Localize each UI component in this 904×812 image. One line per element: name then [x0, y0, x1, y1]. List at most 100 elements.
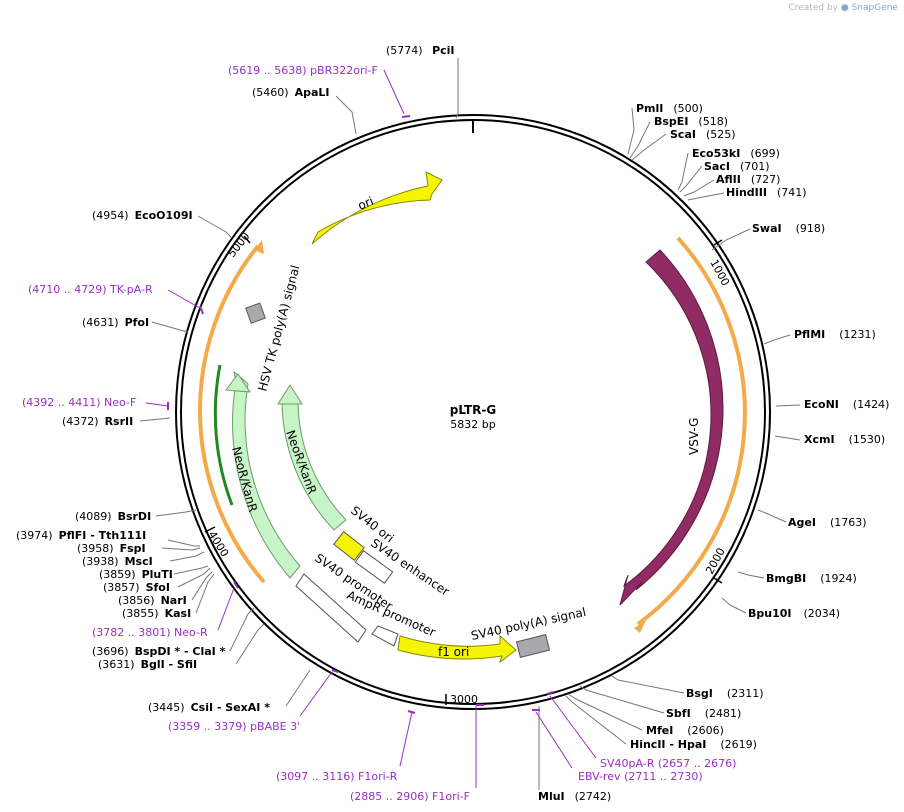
enzyme-pmli: PmlI(500) — [636, 102, 703, 115]
enzyme-pflmi: PflMI(1231) — [794, 328, 876, 341]
tick-1000 — [713, 239, 723, 246]
primer-leader-neo-f — [145, 402, 169, 407]
leader-bmgbi — [737, 571, 765, 579]
primer-leader-pbr322ori-f — [383, 69, 405, 115]
leader-agei — [757, 509, 787, 523]
primer-sv40pa-r: SV40pA-R (2657 .. 2676) — [600, 757, 736, 770]
sv40-polya-label: SV40 poly(A) signal — [470, 605, 588, 643]
leader-pflmi — [763, 334, 791, 345]
neo-inner-orf-arc — [213, 364, 234, 506]
leader-bpu10i — [721, 597, 747, 614]
enzyme-mfei: MfeI(2606) — [646, 724, 724, 737]
leader-bsgi — [611, 675, 685, 694]
enzyme-labels: (5774) PciI (5460)ApaLI PmlI(500) BspEI(… — [16, 44, 889, 803]
leader-msci — [169, 551, 205, 562]
neor-kanr-inner-feature — [281, 399, 347, 531]
sv40-polya-feature — [515, 634, 551, 658]
enzyme-hindiii: HindIII(741) — [726, 186, 807, 199]
ori-label: ori — [356, 194, 376, 213]
leader-bspei — [629, 121, 651, 159]
primer-mark-pbr322ori-f — [401, 115, 411, 118]
f1-ori-label: f1 ori — [438, 645, 469, 659]
enzyme-csii-sexai: (3445)CsiI - SexAI * — [148, 701, 270, 714]
credit: Created by ● SnapGene — [788, 3, 898, 13]
sv40-ori-feature — [333, 530, 365, 562]
neor-kanr-outer-arrowhead — [225, 373, 251, 393]
ampr-promoter-feature — [371, 625, 399, 647]
tick-2000 — [713, 577, 723, 584]
tick-marks — [204, 235, 723, 705]
enzyme-leader-lines-left — [139, 215, 311, 707]
leader-scai — [631, 133, 667, 161]
leader-kasi — [195, 573, 215, 614]
primer-leader-sv40pa-r — [549, 695, 597, 759]
ori-feature — [311, 171, 443, 245]
leader-clai — [229, 607, 255, 652]
neor-kanr-outer-label: NeoR/KanR — [229, 445, 260, 513]
enzyme-bspei: BspEI(518) — [654, 115, 728, 128]
leader-nari — [191, 571, 213, 601]
vsvg-orf-arrowhead — [634, 620, 646, 633]
enzyme-pcii: (5774) PciI — [386, 44, 455, 57]
enzyme-apali: (5460)ApaLI — [252, 86, 330, 99]
neor-kanr-inner-arrowhead — [277, 384, 303, 405]
vsvg-label: VSV-G — [687, 418, 701, 455]
enzyme-fspi: (3958)FspI — [77, 542, 146, 555]
tick-5000 — [243, 235, 251, 244]
leader-saci — [679, 165, 703, 193]
leader-eco53ki — [677, 152, 689, 191]
leader-pmli — [627, 107, 635, 155]
leader-ecoo109i — [197, 215, 233, 239]
neo-orf-arc — [198, 244, 266, 584]
enzyme-ecoo109i: (4954)EcoO109I — [92, 209, 193, 222]
primer-labels: (5619 .. 5638) pBR322ori-F (4710 .. 4729… — [22, 64, 736, 803]
leader-aflii — [683, 179, 715, 197]
enzyme-mlui: MluI(2742) — [538, 790, 611, 803]
leader-sfoi — [177, 567, 211, 588]
primer-leader-tk-pa-r — [167, 289, 201, 309]
enzyme-eco53ki: Eco53kI(699) — [692, 147, 780, 160]
credit-brand: SnapGene — [851, 3, 898, 13]
primer-pbr322ori-f: (5619 .. 5638) pBR322ori-F — [228, 64, 378, 77]
enzyme-pluti: (3859)PluTI — [99, 568, 173, 581]
enzyme-pflfi-tth111i: (3974)PflFI - Tth111I — [16, 529, 146, 542]
primer-pbabe: (3359 .. 3379) pBABE 3' — [168, 720, 300, 733]
hsv-tk-polya-feature — [245, 302, 266, 324]
enzyme-sfoi: (3857)SfoI — [103, 581, 170, 594]
credit-prefix: Created by — [788, 3, 838, 13]
leader-sfii — [235, 623, 265, 665]
tick-4000 — [204, 526, 216, 533]
enzyme-bsrdi: (4089)BsrDI — [75, 510, 151, 523]
enzyme-kasi: (3855)KasI — [122, 607, 191, 620]
enzyme-leader-lines — [335, 58, 801, 790]
leader-hincii — [565, 695, 627, 745]
vsvg-feature — [619, 249, 724, 606]
enzyme-saci: SacI(701) — [704, 160, 770, 173]
vsvg-orf-arc — [636, 236, 747, 626]
plasmid-size: 5832 bp — [450, 418, 495, 431]
enzyme-agei: AgeI(1763) — [788, 516, 867, 529]
backbone-outer-ring — [175, 114, 771, 710]
leader-fspi — [161, 547, 201, 551]
enzyme-econi: EcoNI(1424) — [804, 398, 889, 411]
leader-pfoi — [151, 321, 189, 333]
enzyme-bsgi: BsgI(2311) — [686, 687, 763, 700]
sv40-ori-label: SV40 ori — [348, 503, 396, 545]
enzyme-swai: SwaI(918) — [752, 222, 825, 235]
primer-mark-neo-r — [233, 581, 239, 589]
primer-leader-lines — [145, 69, 597, 788]
leader-xcmi — [774, 435, 801, 441]
enzyme-xcmi: XcmI(1530) — [804, 433, 885, 446]
leader-sexai — [285, 669, 311, 707]
snapgene-logo: ● — [840, 3, 852, 13]
enzyme-rsrii: (4372)RsrII — [62, 415, 133, 428]
primer-leader-pbabe — [299, 671, 333, 717]
neo-orf-arrowhead — [254, 240, 264, 254]
sv40-enhancer-feature — [354, 550, 394, 584]
leader-mfei — [567, 693, 643, 731]
primer-neo-f: (4392 .. 4411) Neo-F — [22, 396, 136, 409]
f1-ori-feature — [397, 634, 517, 664]
primer-leader-f1ori-r — [399, 711, 413, 767]
enzyme-bmgbi: BmgBI(1924) — [766, 572, 857, 585]
